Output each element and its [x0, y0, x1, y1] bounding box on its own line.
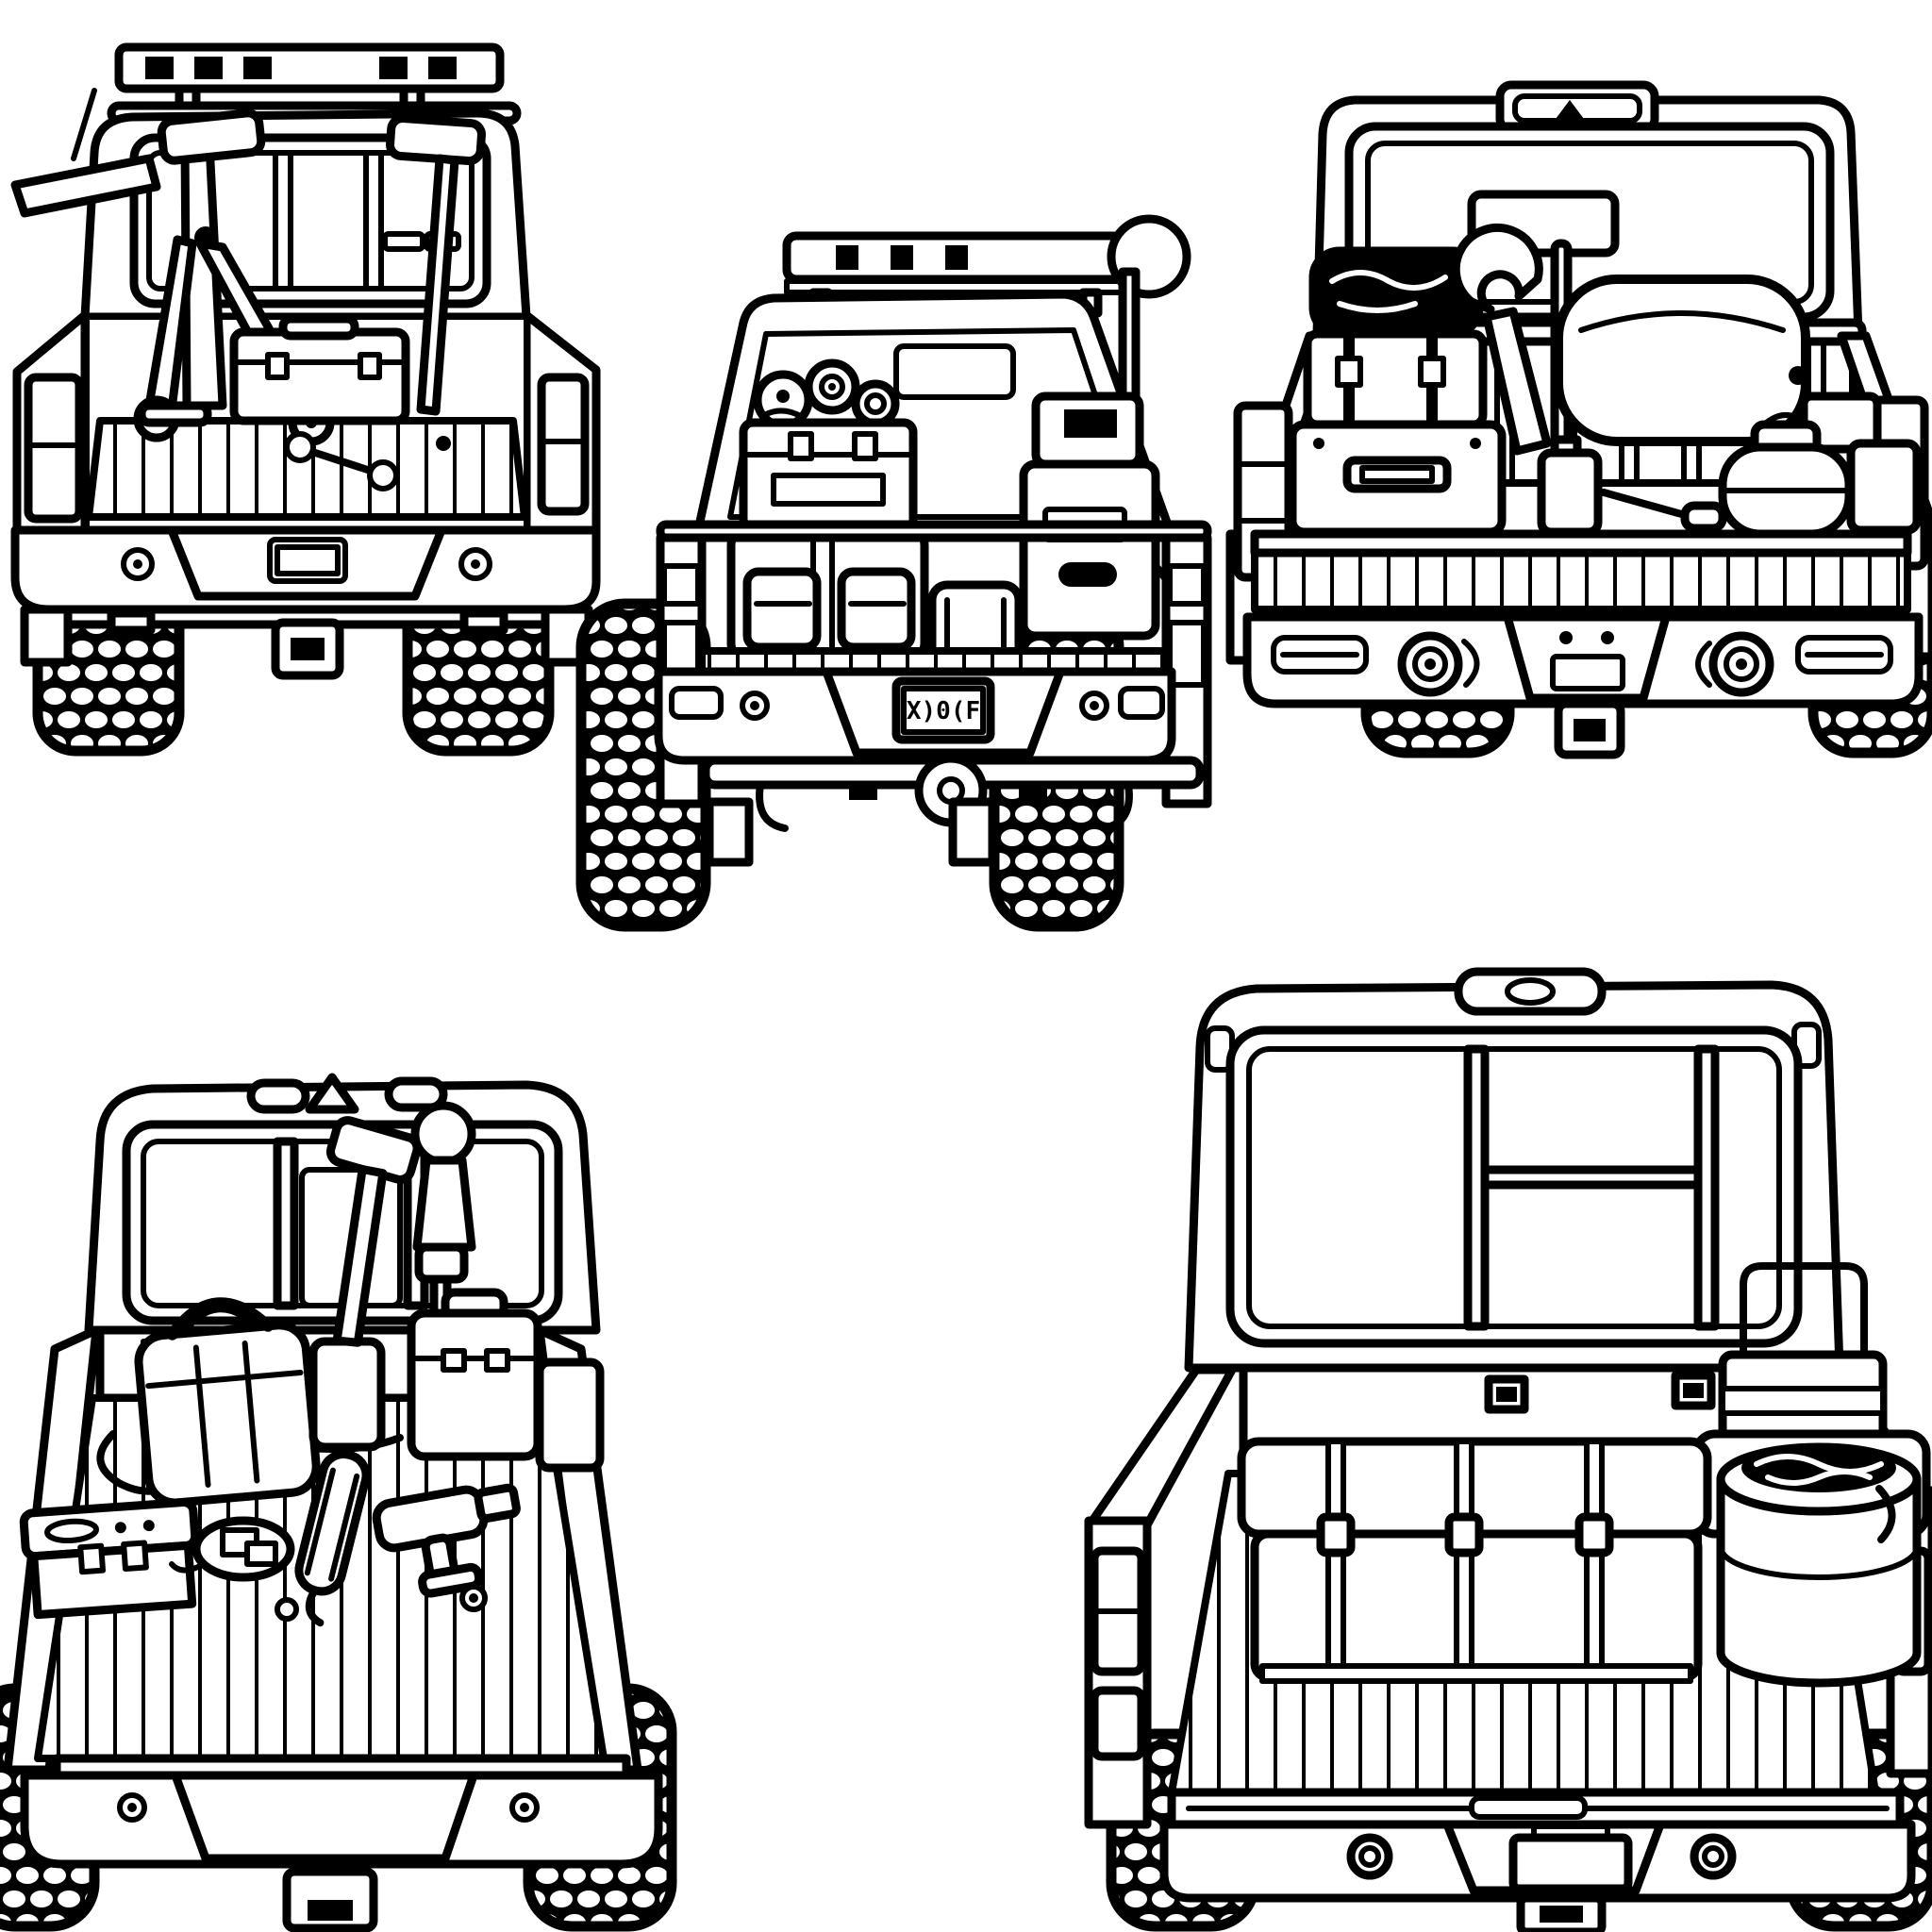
trunk-case: [739, 418, 918, 533]
paint-roller: [294, 1449, 371, 1627]
round-cooler-with-rope: [1716, 1442, 1922, 1688]
toolbox-with-handle: [1288, 420, 1507, 537]
rolled-cans: [804, 358, 900, 428]
power-drill: [372, 1483, 521, 1598]
duffel-bag: [726, 524, 929, 665]
toolbox: [229, 314, 410, 425]
mudflap-left: [20, 605, 73, 667]
cab-roof-lights: [246, 1073, 448, 1114]
tow-hitch: [107, 608, 508, 680]
sledgehammer: [386, 114, 486, 416]
rear-window: [1225, 1025, 1803, 1348]
bumper: [1242, 612, 1924, 708]
strap-case: [1303, 329, 1488, 429]
strapped-trunk: [1237, 1437, 1712, 1684]
truck-top-left: [10, 42, 601, 757]
spray-gun: [410, 1101, 476, 1342]
bed-wall-clips: [1484, 1371, 1716, 1414]
bumper: X)0(F: [654, 667, 1176, 765]
bumper: [20, 1771, 663, 1869]
lowered-tailgate: [1250, 529, 1912, 613]
undercarriage: [701, 754, 1205, 867]
tail-light-left: [1090, 1546, 1146, 1761]
truck-bottom-left: [0, 1073, 677, 1932]
tow-hitch: [282, 1867, 378, 1932]
tow-hitch: [1554, 699, 1625, 759]
third-brake-light: [1495, 80, 1659, 135]
tall-case: [407, 1288, 542, 1461]
tow-hitch: [1516, 1893, 1607, 1932]
side-container: [535, 1357, 605, 1473]
svg-text:X)0(F: X)0(F: [907, 697, 980, 725]
storage-box: [308, 1337, 386, 1452]
soccer-ball: [753, 370, 813, 430]
bumper: [1159, 1820, 1916, 1903]
dome-light: [893, 343, 1016, 400]
license-plate-bracket: [1508, 1833, 1633, 1893]
strap-buckle-pad: [169, 1516, 295, 1582]
flat-box: [1846, 439, 1922, 535]
third-brake-light: [1454, 967, 1607, 1016]
screwdriver: [1600, 489, 1727, 533]
tail-light-left: [24, 373, 84, 524]
truck-top-right: [1225, 80, 1932, 759]
jug: [1537, 435, 1603, 537]
tailgate: [1167, 1788, 1905, 1829]
rounded-cooler: [1554, 275, 1810, 446]
tail-light-right: [537, 373, 590, 516]
mudflap-left: [705, 797, 754, 867]
bed-rail: [656, 520, 1212, 542]
rubber-mallet: [325, 1116, 422, 1347]
toolbox: [19, 1498, 200, 1620]
license-plate: X)0(F: [891, 676, 995, 744]
bumper: [10, 525, 601, 629]
mudflap-right: [948, 797, 997, 867]
hand-tools: [284, 431, 451, 491]
bed-rail-left: [1088, 1365, 1237, 1537]
truck-bottom-right: [1084, 967, 1932, 1932]
truck-top-center: X)0(F: [575, 214, 1212, 932]
